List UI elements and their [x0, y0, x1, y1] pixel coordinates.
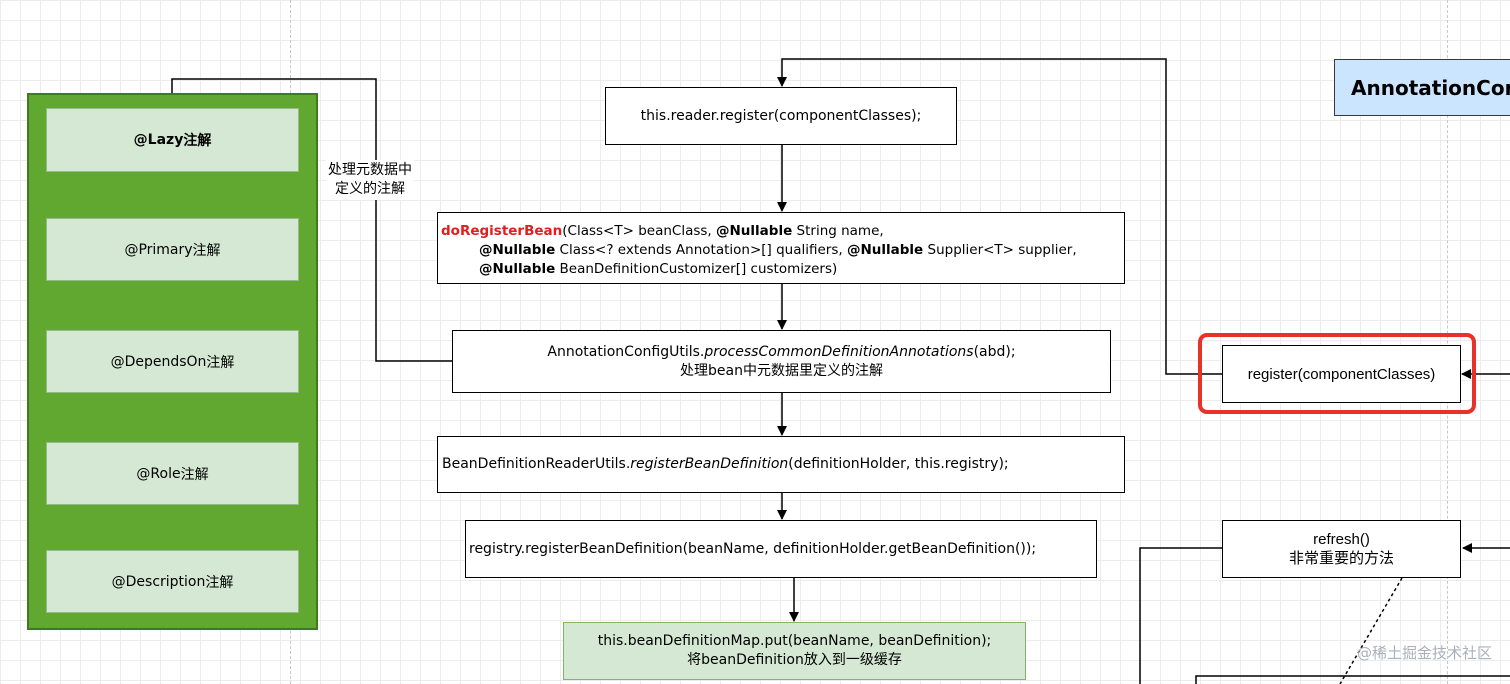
- line-refresh-out: [1139, 547, 1222, 684]
- refresh-box: refresh() 非常重要的方法: [1222, 520, 1461, 578]
- process-common-annotations-box: AnnotationConfigUtils.processCommonDefin…: [452, 330, 1111, 393]
- watermark: @稀土掘金技术社区: [1356, 644, 1492, 662]
- arrow-process-to-annotations: [167, 78, 452, 362]
- partial-box-bottom-right: [1195, 675, 1510, 684]
- reader-utils-register-box: BeanDefinitionReaderUtils.registerBeanDe…: [437, 436, 1125, 493]
- do-register-bean-box: doRegisterBean(Class<T> beanClass, @Null…: [437, 212, 1125, 284]
- register-component-classes-box: register(componentClasses): [1222, 345, 1461, 403]
- registry-register-box: registry.registerBeanDefinition(beanName…: [465, 520, 1097, 578]
- highlight-frame: [1198, 333, 1476, 414]
- page-guide-line: [1447, 0, 1448, 684]
- bean-definition-map-put-box: this.beanDefinitionMap.put(beanName, bea…: [563, 622, 1026, 680]
- arrow-register-to-reader: [777, 58, 1222, 375]
- reader-register-box: this.reader.register(componentClasses);: [605, 87, 957, 145]
- annotation-config-title-box: AnnotationConfi: [1334, 59, 1510, 116]
- dotted-link-refresh: [1339, 577, 1403, 684]
- metadata-annotation-note: 处理元数据中定义的注解: [326, 160, 414, 200]
